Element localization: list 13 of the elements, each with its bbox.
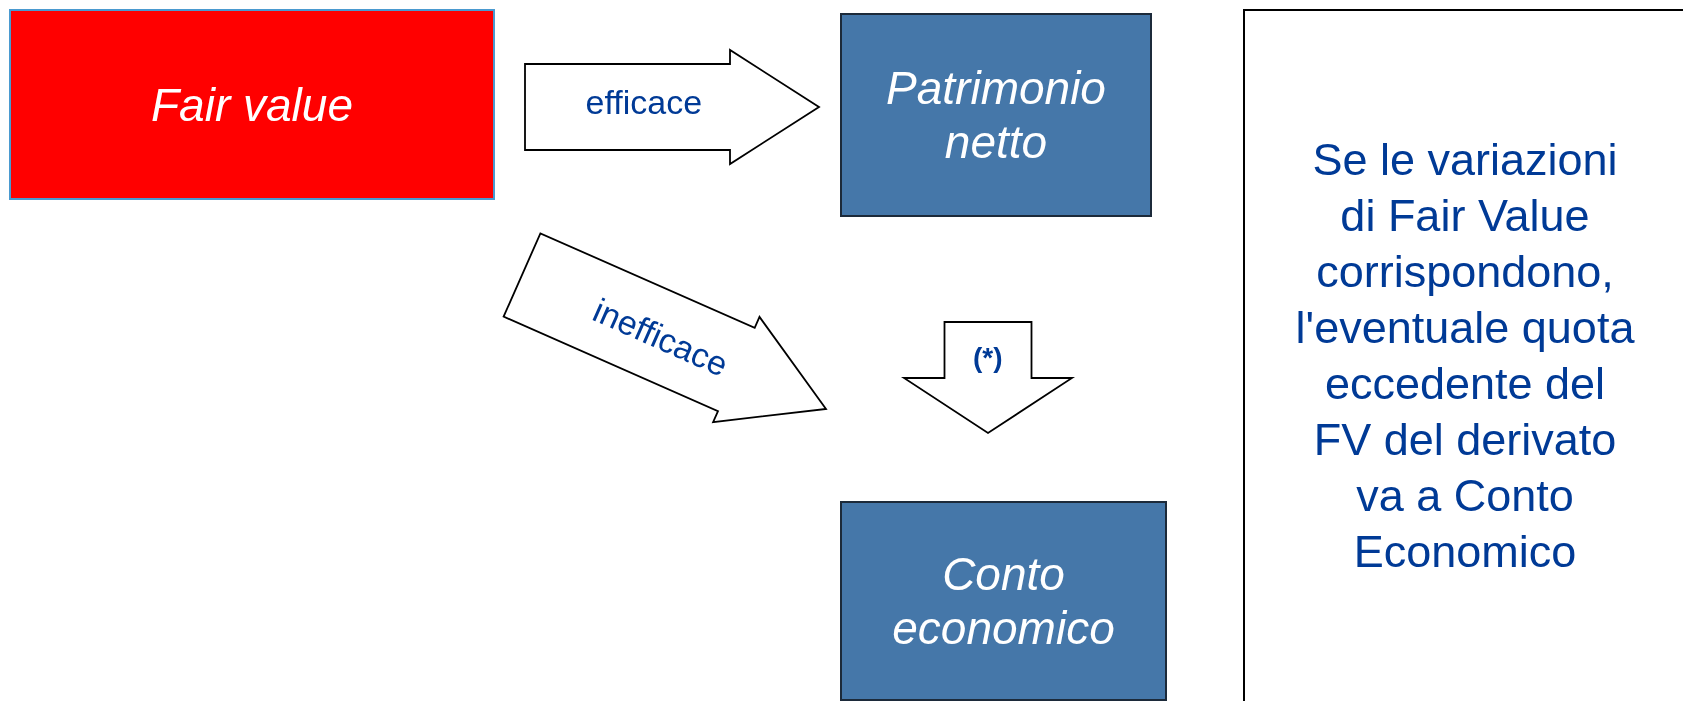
box-label: Patrimonio netto bbox=[885, 61, 1107, 169]
process-box bbox=[840, 13, 1152, 217]
box-label: Conto economico bbox=[891, 547, 1116, 655]
note-text: Se le variazioni di Fair Value corrispondono, l'eventuale quota eccedente del FV del derivato va a Conto Economico bbox=[1294, 133, 1636, 579]
edge-label: efficace bbox=[585, 82, 703, 122]
process-box bbox=[840, 501, 1167, 701]
block-arrow bbox=[502, 232, 828, 424]
block-arrow bbox=[901, 321, 1075, 435]
note-box bbox=[1243, 9, 1683, 701]
block-arrow bbox=[524, 48, 821, 166]
process-box bbox=[9, 9, 495, 200]
edge-label: (*) bbox=[973, 342, 1003, 374]
box-label: Fair value bbox=[151, 77, 353, 132]
